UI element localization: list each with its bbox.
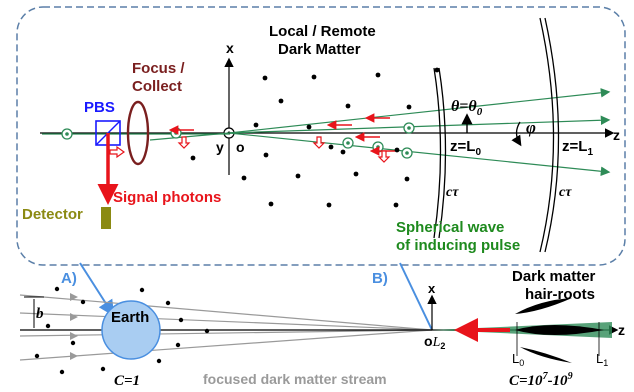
- z-axis-label-bottom: z: [618, 322, 625, 338]
- stream-lines: [19, 294, 433, 361]
- signal-photons-label: Signal photons: [113, 189, 221, 206]
- wavefront-L1-a: [539, 17, 555, 253]
- focus-label-2: Collect: [132, 78, 182, 95]
- pointer-B: [399, 262, 433, 331]
- c-right-label: C=107-109: [509, 371, 573, 389]
- pbs-label: PBS: [84, 99, 115, 116]
- phi-label: φ: [526, 118, 536, 137]
- local-remote-label-2: Dark Matter: [278, 41, 361, 58]
- stream-label: focused dark matter stream: [203, 371, 387, 387]
- detector: [101, 207, 111, 229]
- pointer-A: [79, 262, 115, 317]
- wavefront-L0-b: [438, 67, 447, 239]
- x-axis-label-bottom: x: [428, 281, 436, 296]
- dark-matter-dots-top: [190, 67, 440, 208]
- origin-bottom-label: oL2: [424, 333, 445, 351]
- spherical-wave-label-1: Spherical wave: [396, 219, 504, 236]
- hollow-down-arrows: [177, 136, 391, 163]
- hair-root-lower: [520, 347, 572, 363]
- dark-matter-dots-bottom: [34, 286, 210, 375]
- spherical-wave-label-2: of inducing pulse: [396, 237, 520, 254]
- panel-A-label: A): [61, 270, 77, 287]
- wavefront-L1-b: [544, 17, 560, 253]
- wavefront-L0-a: [433, 67, 442, 239]
- hollow-arrow-pbs: [109, 145, 126, 159]
- z-axis-label-top: z: [613, 127, 620, 143]
- earth-label: Earth: [111, 309, 149, 326]
- focus-label-1: Focus /: [132, 60, 185, 77]
- L0-bottom-label: L0: [512, 351, 524, 368]
- stream-arrowheads: [70, 293, 78, 360]
- theta-label: θ=θ0: [451, 98, 483, 118]
- y-axis-label: y: [216, 139, 224, 155]
- ctau-left: cτ: [446, 185, 459, 200]
- phi-arrow: [511, 121, 522, 147]
- beam-mid: [228, 115, 611, 134]
- origin-label-top: o: [236, 139, 245, 155]
- L1-bottom-label: L1: [596, 351, 608, 368]
- c-left-label: C=1: [114, 373, 140, 389]
- hair-roots-label-1: Dark matter: [512, 268, 596, 285]
- hair-roots-label-2: hair-roots: [525, 286, 595, 303]
- focus-lens: [126, 100, 150, 166]
- ctau-right: cτ: [559, 185, 572, 200]
- z-L1-label: z=L1: [562, 138, 593, 158]
- detector-label: Detector: [22, 206, 83, 223]
- z-L0-label: z=L0: [450, 138, 481, 158]
- beam-return-up: [149, 132, 230, 141]
- x-axis-label-top: x: [226, 40, 234, 56]
- panel-B-label: B): [372, 270, 388, 287]
- top-panel-frame: [16, 6, 626, 266]
- hair-root-upper: [515, 298, 572, 314]
- hair-root-center: [515, 325, 604, 335]
- b-label: b: [36, 306, 44, 322]
- local-remote-label-1: Local / Remote: [269, 23, 376, 40]
- earth: [101, 300, 161, 360]
- beam-down: [228, 132, 611, 177]
- beam-up: [228, 88, 611, 134]
